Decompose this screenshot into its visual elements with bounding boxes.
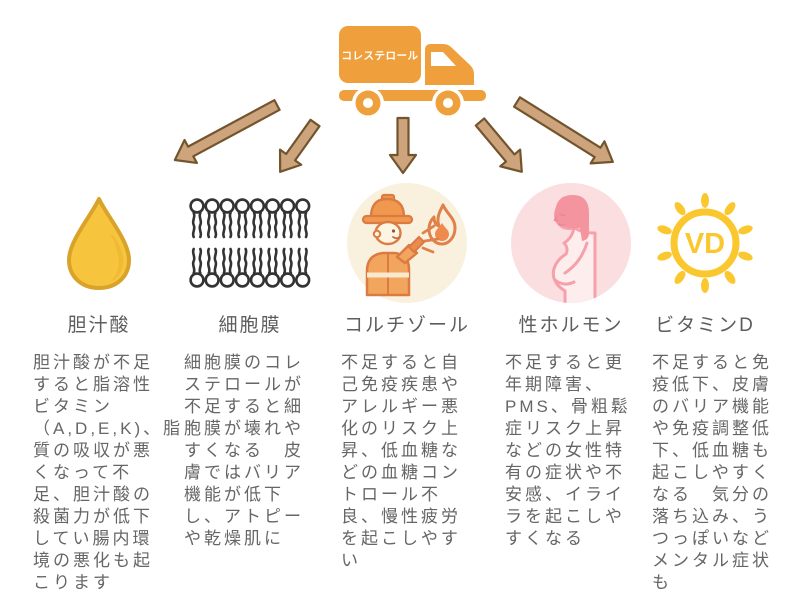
cell-membrane-icon-area <box>184 182 316 304</box>
column-title: 胆汁酸 <box>67 315 131 336</box>
column-title: 細胞膜 <box>218 315 282 336</box>
arrow-to-bile-acid <box>173 99 281 165</box>
bile-droplet-icon <box>67 197 131 290</box>
firefighter-icon <box>347 183 467 303</box>
bile-acid-icon-area <box>33 182 165 304</box>
arrow-to-sex-hormone <box>474 117 523 173</box>
sun-rays <box>657 193 753 293</box>
column-cell-membrane: 細胞膜 細胞膜のコレ ステロールが 不足すると細 胞膜が壊れや すくなる 皮 膚… <box>184 182 316 550</box>
truck-label: コレステロール <box>342 50 419 62</box>
column-description: 不足すると更 年期障害、 PMS、骨粗鬆 症リスク上昇 などの女性特 有の症状や… <box>505 353 631 548</box>
distribution-arrows <box>173 96 614 175</box>
column-description: 不足すると免 疫低下、皮膚 のバリア機能 や免疫調整低 下、低血糖も 起こしやす… <box>652 353 772 592</box>
column-title: 性ホルモン <box>518 315 624 336</box>
column-cortisol: コルチゾール 不足すると自 己免疫疾患や アレルギー悪 化のリスク上 昇、低血糖… <box>341 182 473 572</box>
vitamin-d-icon-area: VD <box>652 182 758 304</box>
firefighter-figure <box>361 193 426 297</box>
pregnant-woman-icon <box>511 183 631 303</box>
column-description: 胆汁酸が不足 すると脂溶性 ビタミン （A,D,E,K)、脂 質の吸収が悪 くな… <box>33 353 184 592</box>
column-sex-hormone: 性ホルモン 不足すると更 年期障害、 PMS、骨粗鬆 症リスク上昇 などの女性特… <box>505 182 637 550</box>
arrow-to-vitamin-d <box>512 96 614 165</box>
pregnant-figure <box>551 194 597 303</box>
truck-icon: コレステロール <box>339 26 486 119</box>
column-description: 不足すると自 己免疫疾患や アレルギー悪 化のリスク上 昇、低血糖な どの血糖コ… <box>341 353 461 570</box>
arrow-to-cortisol <box>388 116 418 175</box>
column-vitamin-d: VD ビタミンD 不足すると免 疫低下、皮膚 のバリア機能 や免疫調整低 下、低… <box>652 182 772 594</box>
cholesterol-truck: コレステロール <box>330 16 490 120</box>
phospholipid-bilayer-icon <box>189 198 311 288</box>
spray-lines <box>421 224 440 254</box>
column-bile-acid: 胆汁酸 胆汁酸が不足 すると脂溶性 ビタミン （A,D,E,K)、脂 質の吸収が… <box>33 182 184 594</box>
cortisol-icon-area <box>341 182 473 304</box>
arrow-to-cell-membrane <box>278 118 321 173</box>
column-title: コルチゾール <box>343 315 470 336</box>
column-description: 細胞膜のコレ ステロールが 不足すると細 胞膜が壊れや すくなる 皮 膚ではバリ… <box>184 353 304 548</box>
sun-vd-icon: VD <box>657 193 753 293</box>
sex-hormone-icon-area <box>505 182 637 304</box>
vd-label: VD <box>685 228 725 260</box>
column-title: ビタミンD <box>655 315 755 336</box>
